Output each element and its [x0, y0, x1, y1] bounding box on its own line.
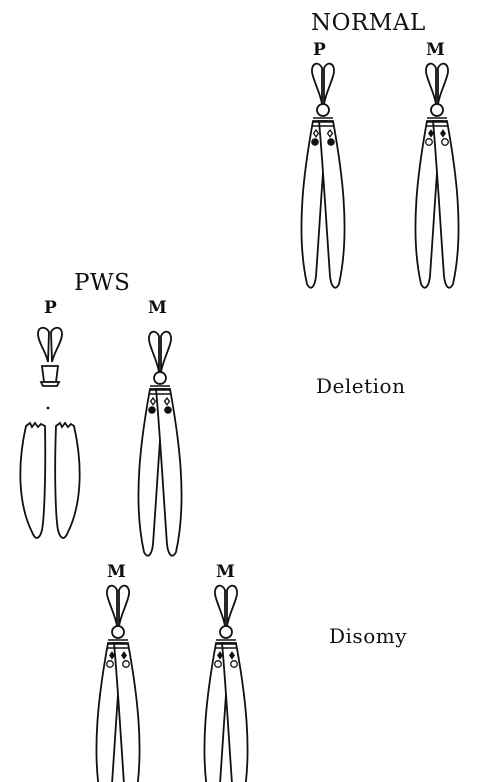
pws-maternal-chromosome [138, 332, 181, 556]
pws-paternal-chromosome-deleted [20, 328, 79, 538]
disomy-maternal-chromosome-1 [96, 586, 139, 782]
disomy-maternal-chromosome-2 [204, 586, 247, 782]
normal-paternal-chromosome [301, 64, 344, 288]
normal-maternal-chromosome [415, 64, 458, 288]
